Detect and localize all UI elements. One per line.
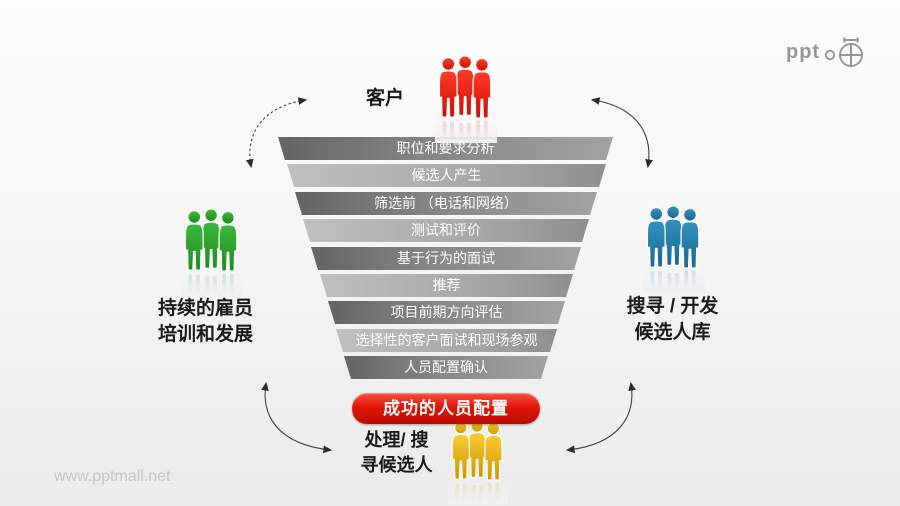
people-reflection — [181, 272, 243, 296]
customer-people-group — [435, 55, 497, 143]
processed-candidates-label: 处理/ 搜 寻候选人 — [349, 428, 444, 478]
funnel-step-8: 选择性的客户面试和现场参观 — [336, 329, 557, 352]
funnel-result-bar: 成功的人员配置 — [352, 393, 540, 424]
people-reflection — [643, 269, 705, 293]
funnel-step-9: 人员配置确认 — [344, 356, 548, 379]
employee-label: 持续的雇员 培训和发展 — [143, 296, 268, 348]
pptmall-logo: ppt — [786, 36, 867, 68]
employee-people-group — [181, 208, 243, 296]
people-red-icon — [438, 119, 492, 143]
funnel-step-2: 候选人产生 — [287, 164, 606, 187]
people-gold-icon — [451, 481, 503, 505]
people-blue-icon — [646, 205, 700, 269]
pptmall-logo-compass-icon — [824, 37, 864, 67]
arrow-bottom-right — [565, 381, 636, 454]
funnel-step-6: 推荐 — [320, 274, 573, 297]
employee-label-line2: 培训和发展 — [157, 324, 253, 346]
people-green-icon — [184, 208, 238, 272]
funnel-step-3: 筛选前 （电话和网络） — [295, 192, 597, 215]
funnel-step-5: 基于行为的面试 — [311, 247, 581, 270]
people-blue-icon — [646, 269, 700, 293]
funnel-step-1: 职位和要求分析 — [278, 137, 613, 160]
processed-candidates-people-group — [448, 419, 508, 505]
candidate-pool-label: 搜寻 / 开发 候选人库 — [610, 294, 735, 346]
employee-label-line1: 持续的雇员 — [157, 298, 253, 319]
people-reflection — [448, 481, 508, 505]
processed-candidates-label-line1: 处理/ 搜 — [364, 430, 429, 450]
people-reflection — [435, 119, 497, 143]
customer-label: 客户 — [366, 88, 405, 109]
people-red-icon — [438, 55, 492, 119]
processed-candidates-label-line2: 寻候选人 — [360, 454, 433, 475]
candidate-pool-label-line2: 候选人库 — [634, 322, 711, 344]
candidate-pool-label-line1: 搜寻 / 开发 — [626, 296, 719, 317]
arrow-bottom-left — [261, 381, 333, 454]
funnel-step-7: 项目前期方向评估 — [328, 301, 565, 324]
funnel-step-4: 测试和评价 — [303, 219, 589, 242]
candidate-pool-people-group — [643, 205, 705, 293]
people-gold-icon — [451, 419, 503, 481]
watermark: www.pptmall.net — [54, 468, 171, 485]
people-green-icon — [184, 272, 238, 296]
pptmall-logo-text: ppt — [786, 41, 821, 63]
